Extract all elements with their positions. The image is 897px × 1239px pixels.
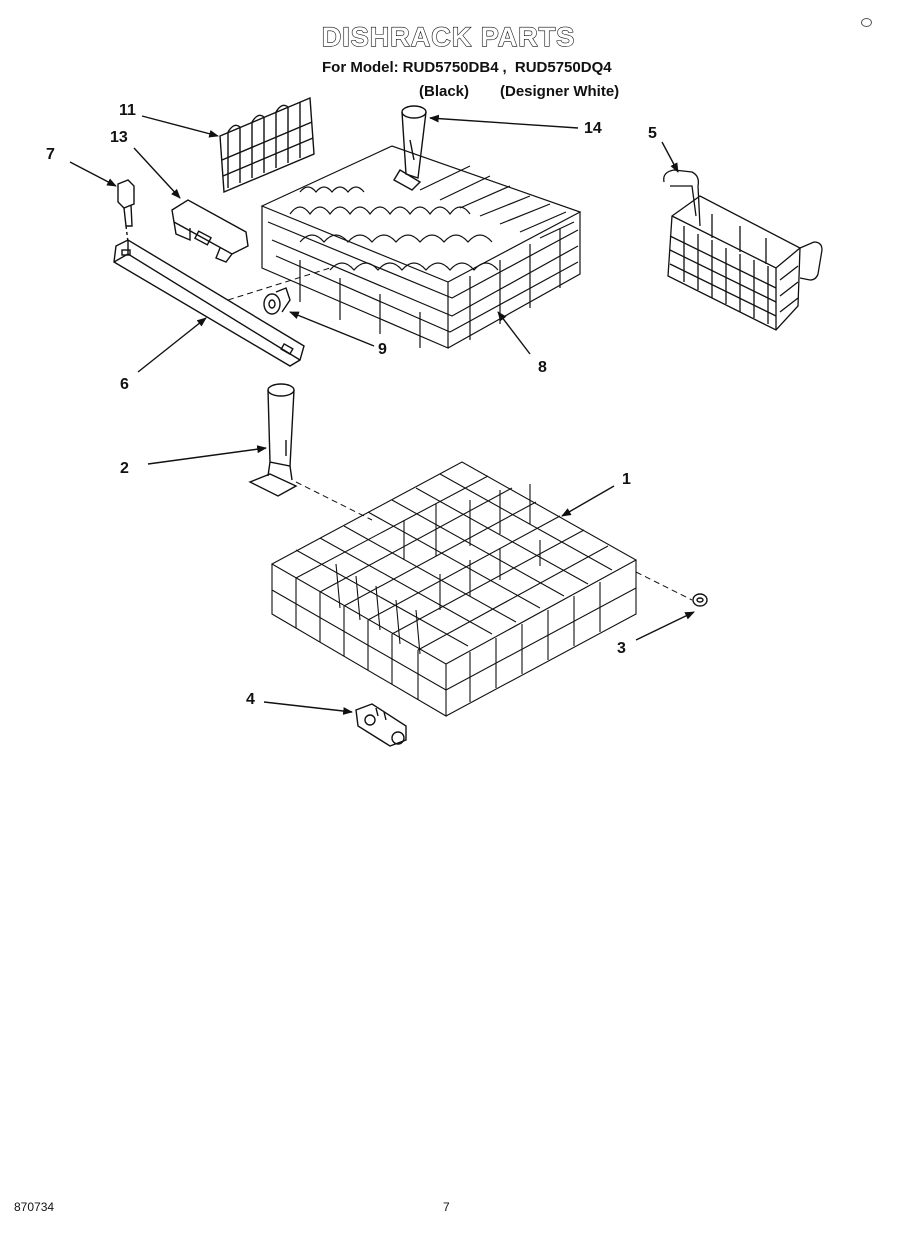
page-title: DISHRACK PARTS <box>321 21 576 52</box>
callout-8: 8 <box>538 359 547 376</box>
part-14-upper-tube <box>393 105 427 191</box>
part-8-upper-rack <box>260 145 582 349</box>
callout-leaders <box>69 114 695 715</box>
callout-7: 7 <box>46 146 55 163</box>
callout-2: 2 <box>120 460 129 477</box>
model-prefix: For Model: <box>322 59 399 76</box>
model-number-black: RUD5750DB4 <box>402 59 499 76</box>
variant-black: (Black) <box>419 83 470 100</box>
callout-5: 5 <box>648 125 657 142</box>
corner-mark <box>861 18 872 27</box>
callout-14: 14 <box>584 120 602 137</box>
part-6-rack-rail <box>113 239 305 367</box>
part-9-roller <box>263 287 291 315</box>
document-number: 870734 <box>14 1200 55 1214</box>
callout-11: 11 <box>119 102 136 119</box>
part-5-silverware-basket <box>663 169 823 331</box>
page-number: 7 <box>443 1200 450 1214</box>
part-2-lower-tube <box>248 383 298 497</box>
part-13-shelf-clip <box>171 199 249 263</box>
callout-6: 6 <box>120 376 129 393</box>
model-separator: , <box>502 59 507 76</box>
part-11-tine-insert <box>219 96 315 194</box>
callout-9: 9 <box>378 341 387 358</box>
model-number-white: RUD5750DQ4 <box>514 59 612 76</box>
model-line: For Model:RUD5750DB4, RUD5750DQ4 <box>322 59 616 76</box>
part-1-lower-rack <box>270 461 638 717</box>
variant-white: (Designer White) <box>500 83 620 100</box>
callout-13: 13 <box>110 129 128 146</box>
callout-4: 4 <box>246 691 255 708</box>
callout-3: 3 <box>617 640 626 657</box>
part-3-wheel <box>692 593 708 607</box>
part-4-roller-assembly <box>355 703 407 747</box>
part-7-end-cap <box>117 179 135 243</box>
callout-1: 1 <box>622 471 631 488</box>
